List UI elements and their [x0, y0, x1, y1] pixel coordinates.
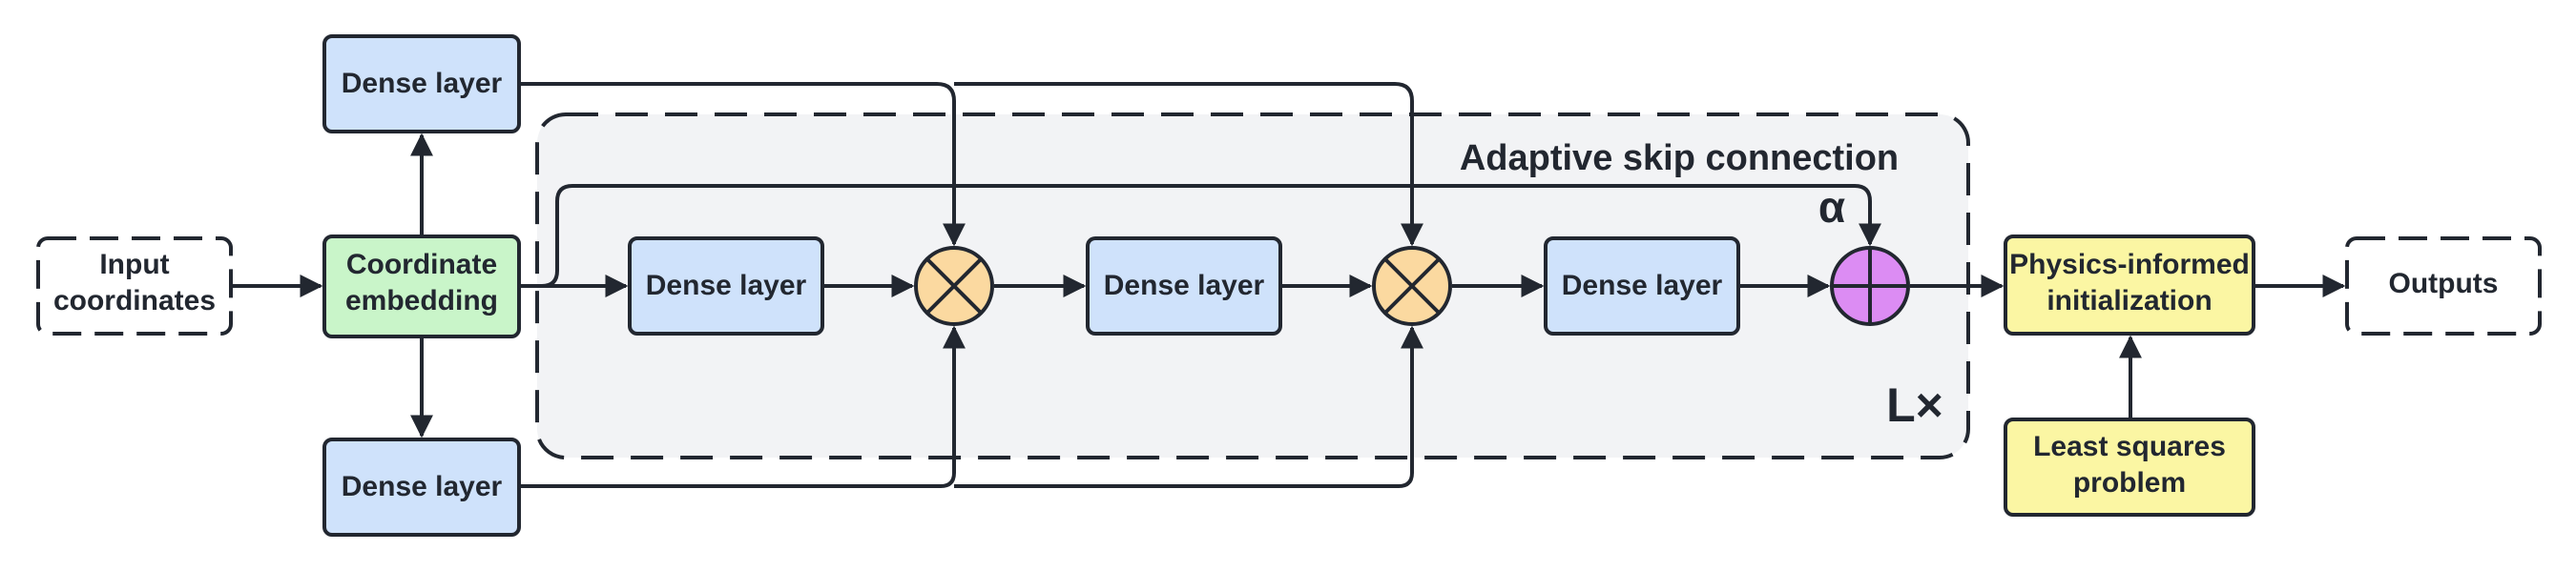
init-label-line-1: Physics-informed [2009, 249, 2250, 280]
dense-bottom-label: Dense layer [342, 471, 503, 502]
edge-dense-bottom-to-mult-1 [519, 325, 966, 488]
least-squares-label-line-2: problem [2073, 467, 2186, 499]
dense-layer-1-node: Dense layer [628, 236, 824, 336]
outputs-label: Outputs [2389, 268, 2499, 299]
dense-layer-3-node: Dense layer [1544, 236, 1740, 336]
least-squares-problem-node: Least squares problem [2004, 418, 2255, 517]
alpha-label: α [1818, 182, 1845, 232]
dense-2-label: Dense layer [1104, 270, 1265, 301]
multiply-node-2 [1372, 246, 1452, 326]
init-label-line-2: initialization [2046, 285, 2212, 316]
dense-3-label: Dense layer [1562, 270, 1723, 301]
outputs-node: Outputs [2345, 236, 2542, 336]
input-coordinates-node: Input coordinates [36, 236, 233, 336]
connections [231, 82, 2346, 488]
embedding-label-line-2: embedding [345, 285, 498, 316]
block-title: Adaptive skip connection [1460, 138, 1899, 178]
multiply-node-1 [914, 246, 994, 326]
physics-informed-initialization-node: Physics-informed initialization [2004, 235, 2255, 336]
add-node [1830, 246, 1910, 326]
dense-1-label: Dense layer [646, 270, 807, 301]
least-squares-label-line-1: Least squares [2033, 431, 2226, 462]
edge-skip-to-add [519, 184, 1881, 288]
edge-dense-bottom-to-mult-2 [954, 325, 1423, 488]
dense-layer-top-node: Dense layer [322, 34, 521, 133]
edge-dense-top-to-mult-2 [954, 82, 1423, 247]
input-label-line-2: coordinates [53, 285, 216, 316]
edge-dense-top-to-mult-1 [519, 82, 966, 247]
dense-layer-bottom-node: Dense layer [322, 438, 521, 537]
coordinate-embedding-node: Coordinate embedding [322, 235, 521, 338]
dense-top-label: Dense layer [342, 68, 503, 99]
block-repeat-label: L× [1886, 378, 1943, 432]
dense-layer-2-node: Dense layer [1086, 236, 1282, 336]
input-label-line-1: Input [99, 249, 169, 280]
embedding-label-line-1: Coordinate [346, 249, 497, 280]
